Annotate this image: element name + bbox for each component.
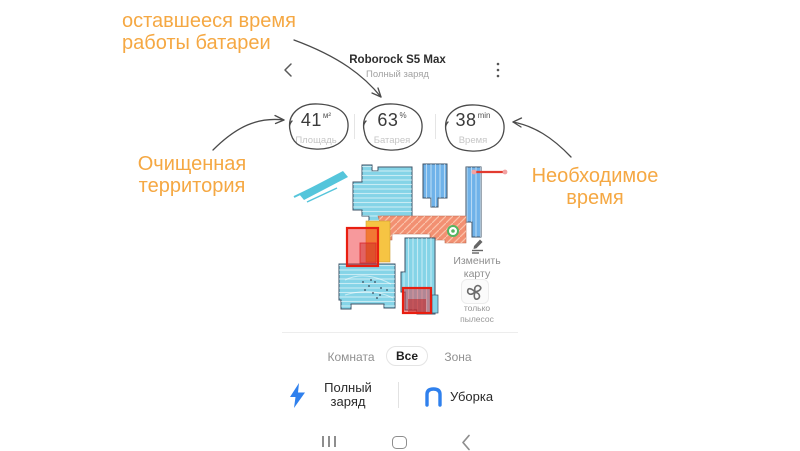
annotation-line: территория xyxy=(138,175,246,197)
header-titles: Roborock S5 Max Полный заряд xyxy=(330,54,465,80)
nav-home-icon[interactable] xyxy=(392,436,407,449)
annotation-battery-time: оставшееся время работы батареи xyxy=(122,10,296,54)
arrow-time xyxy=(512,121,572,158)
stat-battery-value: 63 xyxy=(377,110,399,130)
stat-area: 41м² Площадь xyxy=(280,110,352,146)
stat-divider xyxy=(354,114,355,139)
annotation-line: Очищенная xyxy=(137,153,247,175)
menu-icon[interactable] xyxy=(494,61,502,79)
edit-map-label: карту xyxy=(463,267,491,280)
map-room-top[interactable] xyxy=(352,164,413,223)
tab-zone[interactable]: Зона xyxy=(444,350,472,364)
annotation-line: Необходимое xyxy=(531,165,659,187)
device-title: Roborock S5 Max xyxy=(349,54,446,66)
tab-all-selected[interactable]: Все xyxy=(386,346,428,366)
map-red-zone-small[interactable] xyxy=(401,286,433,315)
stat-divider xyxy=(435,114,436,139)
nav-recents-icon[interactable] xyxy=(322,436,336,447)
annotation-required-time: Необходимое время xyxy=(524,165,666,209)
stat-battery-unit: % xyxy=(399,111,407,120)
tab-room[interactable]: Комната xyxy=(327,350,375,364)
stat-battery: 63% Батарея xyxy=(356,110,428,146)
annotation-cleaned-area: Очищенная территория xyxy=(126,153,258,197)
back-icon[interactable] xyxy=(281,62,297,78)
stat-time-label: Время xyxy=(458,135,488,146)
map-room-bottomleft[interactable] xyxy=(338,263,396,310)
map-divider xyxy=(282,332,518,333)
edit-map-icon[interactable] xyxy=(468,236,486,254)
action-divider xyxy=(398,382,399,408)
map-trace-streak xyxy=(293,171,348,203)
map-virtual-wall[interactable] xyxy=(471,169,508,175)
edit-map-button[interactable]: Изменить карту xyxy=(444,255,510,280)
stat-area-value: 41 xyxy=(300,110,322,130)
map-room-sliver xyxy=(431,294,439,314)
full-charge-button[interactable]: Полный заряд xyxy=(314,381,382,409)
stat-time-unit: min xyxy=(477,111,491,120)
map-room-corridor[interactable] xyxy=(377,215,467,244)
clean-button[interactable]: Уборка xyxy=(450,389,494,404)
vacuum-only-label: только пылесос xyxy=(444,303,510,325)
vacuum-only-line: только xyxy=(463,303,491,313)
vacuum-map[interactable] xyxy=(285,160,520,335)
map-room-topright[interactable] xyxy=(422,163,482,238)
arrow-time-head xyxy=(512,117,523,128)
annotation-line: время xyxy=(566,187,624,209)
arrow-area xyxy=(212,118,285,151)
stat-area-label: Площадь xyxy=(295,135,337,146)
stat-time: 38min Время xyxy=(437,110,509,146)
edit-map-label: Изменить xyxy=(453,255,501,267)
full-charge-label: заряд xyxy=(330,394,366,409)
annotation-line: работы батареи xyxy=(122,32,271,54)
map-obstacle-dots xyxy=(362,279,388,299)
fan-icon[interactable] xyxy=(464,281,486,303)
dock-icon xyxy=(447,225,459,237)
map-room-bottommid[interactable] xyxy=(400,237,436,315)
stat-area-unit: м² xyxy=(322,111,332,120)
vacuum-only-line: пылесос xyxy=(460,314,494,324)
annotation-line: оставшееся время xyxy=(122,10,296,32)
cleaning-route-icon[interactable] xyxy=(424,386,443,407)
stat-time-value: 38 xyxy=(455,110,477,130)
map-red-zone-large[interactable] xyxy=(345,226,380,268)
device-status: Полный заряд xyxy=(366,69,429,80)
stat-battery-label: Батарея xyxy=(373,135,411,146)
vacuum-only-card[interactable] xyxy=(461,279,489,304)
arrow-battery-head xyxy=(371,87,382,98)
lightning-icon[interactable] xyxy=(290,383,305,408)
full-charge-label: Полный xyxy=(324,380,372,395)
nav-back-icon[interactable] xyxy=(461,434,471,451)
